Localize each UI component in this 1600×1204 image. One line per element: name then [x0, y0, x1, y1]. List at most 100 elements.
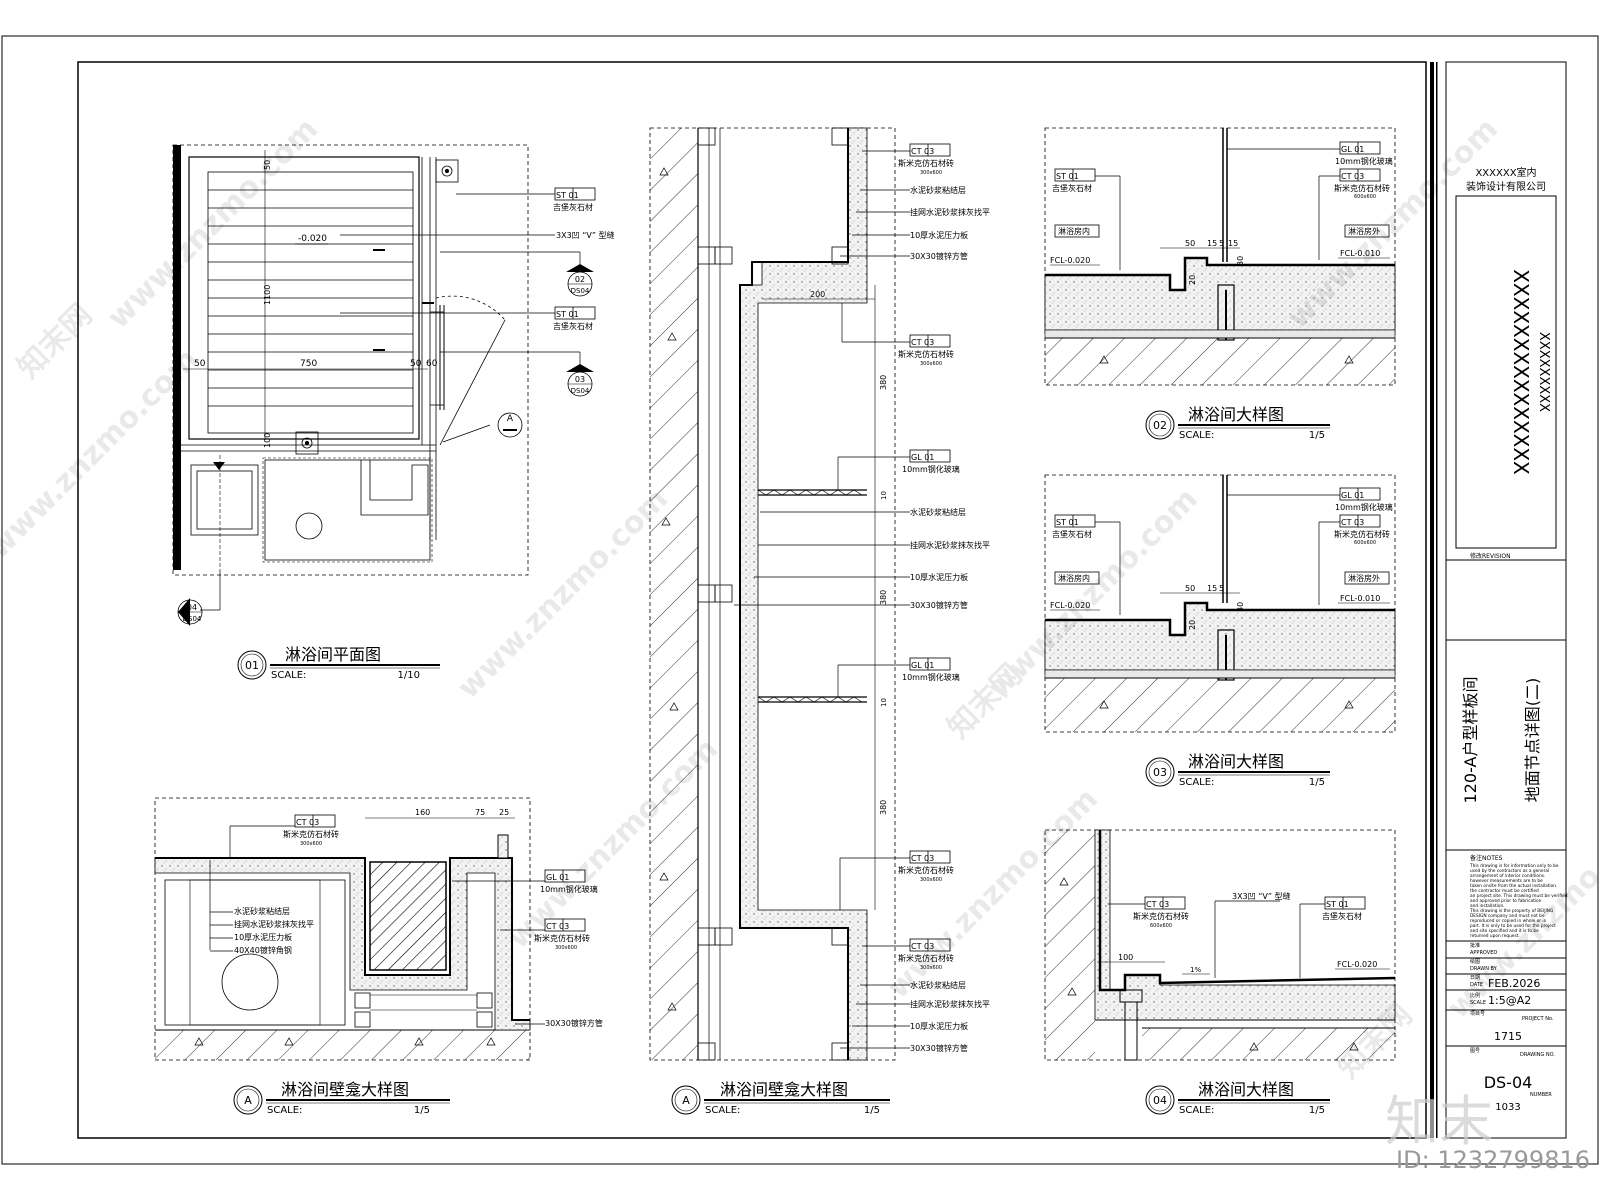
svg-text:40X40镀锌角钢: 40X40镀锌角钢: [234, 945, 292, 955]
detail-03-title: 03 淋浴间大样图 SCALE: 1/5: [1145, 752, 1330, 788]
svg-text:GL 01: GL 01: [911, 453, 934, 462]
plan-st01-tag-2: ST 01: [556, 310, 579, 319]
detail-03: 50 15 5 30 20 GL 01 10mm钢化玻璃 CT 03 斯米克仿石…: [1044, 474, 1396, 733]
plan-dim-60: 60: [426, 359, 438, 369]
section-ref-04[interactable]: 04 DS04: [177, 598, 203, 626]
svg-text:02: 02: [575, 275, 585, 284]
svg-text:挂网水泥砂浆抹灰找平: 挂网水泥砂浆抹灰找平: [910, 540, 990, 550]
project-main: XXXXXXXXXXXXXXX: [1509, 269, 1533, 475]
svg-text:DESIGN company and must not be: DESIGN company and must not be: [1470, 913, 1545, 919]
svg-text:DS04: DS04: [571, 387, 590, 395]
niche-a-title: A 淋浴间壁龛大样图 SCALE: 1/5: [233, 1080, 450, 1116]
svg-text:CT 03: CT 03: [1341, 172, 1364, 181]
section-ref-02[interactable]: 02 DS04: [566, 264, 594, 297]
svg-text:GL 01: GL 01: [1341, 145, 1364, 154]
svg-text:75: 75: [475, 808, 485, 817]
svg-text:04: 04: [1153, 1094, 1167, 1107]
svg-text:ST 01: ST 01: [1056, 518, 1079, 527]
project-no-label: PROJECT No.: [1522, 1016, 1554, 1022]
svg-text:挂网水泥砂浆抹灰找平: 挂网水泥砂浆抹灰找平: [910, 999, 990, 1009]
svg-text:10mm钢化玻璃: 10mm钢化玻璃: [540, 884, 598, 894]
notes-text: This drawing is for information only to …: [1469, 863, 1568, 939]
svg-text:380: 380: [879, 800, 888, 815]
company-line1: XXXXXX室内: [1475, 166, 1536, 179]
svg-text:FCL-0.010: FCL-0.010: [1340, 594, 1380, 603]
notes-label: 备注NOTES: [1470, 854, 1503, 862]
svg-text:吉堡灰石材: 吉堡灰石材: [1322, 911, 1362, 921]
svg-text:30: 30: [1236, 602, 1245, 612]
svg-text:FCL-0.020: FCL-0.020: [1050, 256, 1090, 265]
svg-text:批准: 批准: [1470, 942, 1480, 949]
svg-text:A: A: [244, 1094, 252, 1107]
detail-02: 50 15 5 15 30 20 GL 01 10mm钢化玻璃 CT 03 斯米…: [1044, 127, 1396, 386]
outer-frame: [1, 35, 1599, 1165]
svg-text:吉堡灰石材: 吉堡灰石材: [1052, 529, 1092, 539]
svg-text:CT 03: CT 03: [911, 147, 934, 156]
svg-text:淋浴房外: 淋浴房外: [1348, 573, 1380, 583]
drawing-title-line2: 地面节点详图(二): [1523, 678, 1542, 803]
project-no-value: 1715: [1494, 1030, 1522, 1043]
niche-a-section: 水泥砂浆粘结层 挂网水泥砂浆抹灰找平 10厚水泥压力板 40X40镀锌角钢 CT…: [154, 797, 603, 1061]
watermark-brand-2: 知末网: [941, 657, 1029, 745]
svg-text:DS04: DS04: [183, 615, 202, 623]
svg-text:SCALE:: SCALE:: [1179, 430, 1214, 441]
detail-02-scale: 1/5: [1309, 430, 1325, 441]
svg-text:15: 15: [1207, 239, 1217, 248]
svg-text:10: 10: [880, 491, 888, 500]
elevation-ref-A[interactable]: A: [497, 412, 523, 438]
svg-text:斯米克仿石材砖: 斯米克仿石材砖: [283, 829, 339, 839]
svg-text:30X30镀锌方管: 30X30镀锌方管: [545, 1018, 603, 1028]
watermark-logo: 知末: [1385, 1090, 1493, 1153]
company-line2: 装饰设计有限公司: [1466, 180, 1546, 193]
svg-text:part. It is only to be used fo: part. It is only to be used for the proj…: [1470, 923, 1556, 929]
niche-a-title-text: 淋浴间壁龛大样图: [281, 1080, 409, 1099]
svg-text:淋浴房内: 淋浴房内: [1058, 226, 1090, 236]
svg-text:and approved prior to fabricat: and approved prior to fabrication: [1470, 898, 1542, 904]
svg-text:斯米克仿石材砖: 斯米克仿石材砖: [534, 933, 590, 943]
svg-text:returned upon request.: returned upon request.: [1470, 933, 1520, 939]
scale-value: 1:5@A2: [1488, 994, 1531, 1007]
plan-st01-tag: ST 01: [556, 191, 579, 200]
svg-text:水泥砂浆粘结层: 水泥砂浆粘结层: [910, 185, 966, 195]
svg-text:CT 03: CT 03: [296, 818, 319, 827]
plan-slat-lines: [208, 189, 413, 407]
drawing-no-label: DRAWING NO.: [1520, 1052, 1555, 1058]
svg-text:CT 03: CT 03: [1146, 900, 1169, 909]
svg-text:GL 01: GL 01: [546, 873, 569, 882]
detail-02-title: 02 淋浴间大样图 SCALE: 1/5: [1145, 405, 1330, 441]
svg-text:used by the contractors as a g: used by the contractors as a general: [1470, 868, 1549, 874]
svg-text:20: 20: [1188, 620, 1197, 630]
svg-text:600x600: 600x600: [1354, 540, 1376, 546]
svg-text:斯米克仿石材砖: 斯米克仿石材砖: [1133, 911, 1189, 921]
detail-04: 100 1% CT 03 斯米克仿石材砖 600x600 3X3凹 “V” 型缝…: [1044, 829, 1396, 1061]
svg-text:arrangement of interior condit: arrangement of interior conditions.: [1470, 873, 1545, 879]
svg-text:GL 01: GL 01: [911, 661, 934, 670]
svg-text:50: 50: [1185, 584, 1195, 593]
svg-text:绘图: 绘图: [1470, 958, 1480, 965]
approved-label: APPROVED: [1470, 950, 1497, 956]
section-ref-03[interactable]: 03 DS04: [566, 364, 594, 397]
svg-text:SCALE:: SCALE:: [271, 670, 306, 681]
svg-text:however measurements are to be: however measurements are to be: [1470, 878, 1543, 884]
svg-text:FCL-0.020: FCL-0.020: [1050, 601, 1090, 610]
svg-text:01: 01: [245, 659, 259, 672]
svg-text:FCL-0.020: FCL-0.020: [1337, 960, 1377, 969]
svg-text:1%: 1%: [1190, 966, 1201, 974]
svg-text:25: 25: [499, 808, 509, 817]
plan-dim-50: 50: [263, 160, 272, 170]
title-block: XXXXXX室内 装饰设计有限公司 XXXXXXXXXXXXXXX XXXXXX…: [1430, 61, 1568, 1139]
detail-02-title-text: 淋浴间大样图: [1188, 405, 1284, 424]
svg-text:斯米克仿石材砖: 斯米克仿石材砖: [898, 158, 954, 168]
date-value: FEB.2026: [1488, 977, 1540, 990]
svg-text:水泥砂浆粘结层: 水泥砂浆粘结层: [910, 507, 966, 517]
detail-04-title-text: 淋浴间大样图: [1198, 1080, 1294, 1099]
niche-a-scale: 1/5: [414, 1105, 430, 1116]
svg-text:吉堡灰石材: 吉堡灰石材: [1052, 183, 1092, 193]
svg-text:taken onsite from the actual i: taken onsite from the actual installatio…: [1470, 883, 1557, 889]
watermark-brand-1: 知末网: [11, 297, 99, 385]
svg-text:5: 5: [1219, 239, 1224, 248]
svg-text:A: A: [682, 1094, 690, 1107]
svg-text:15: 15: [1228, 239, 1238, 248]
svg-text:380: 380: [879, 590, 888, 605]
svg-text:10厚水泥压力板: 10厚水泥压力板: [910, 1021, 968, 1031]
